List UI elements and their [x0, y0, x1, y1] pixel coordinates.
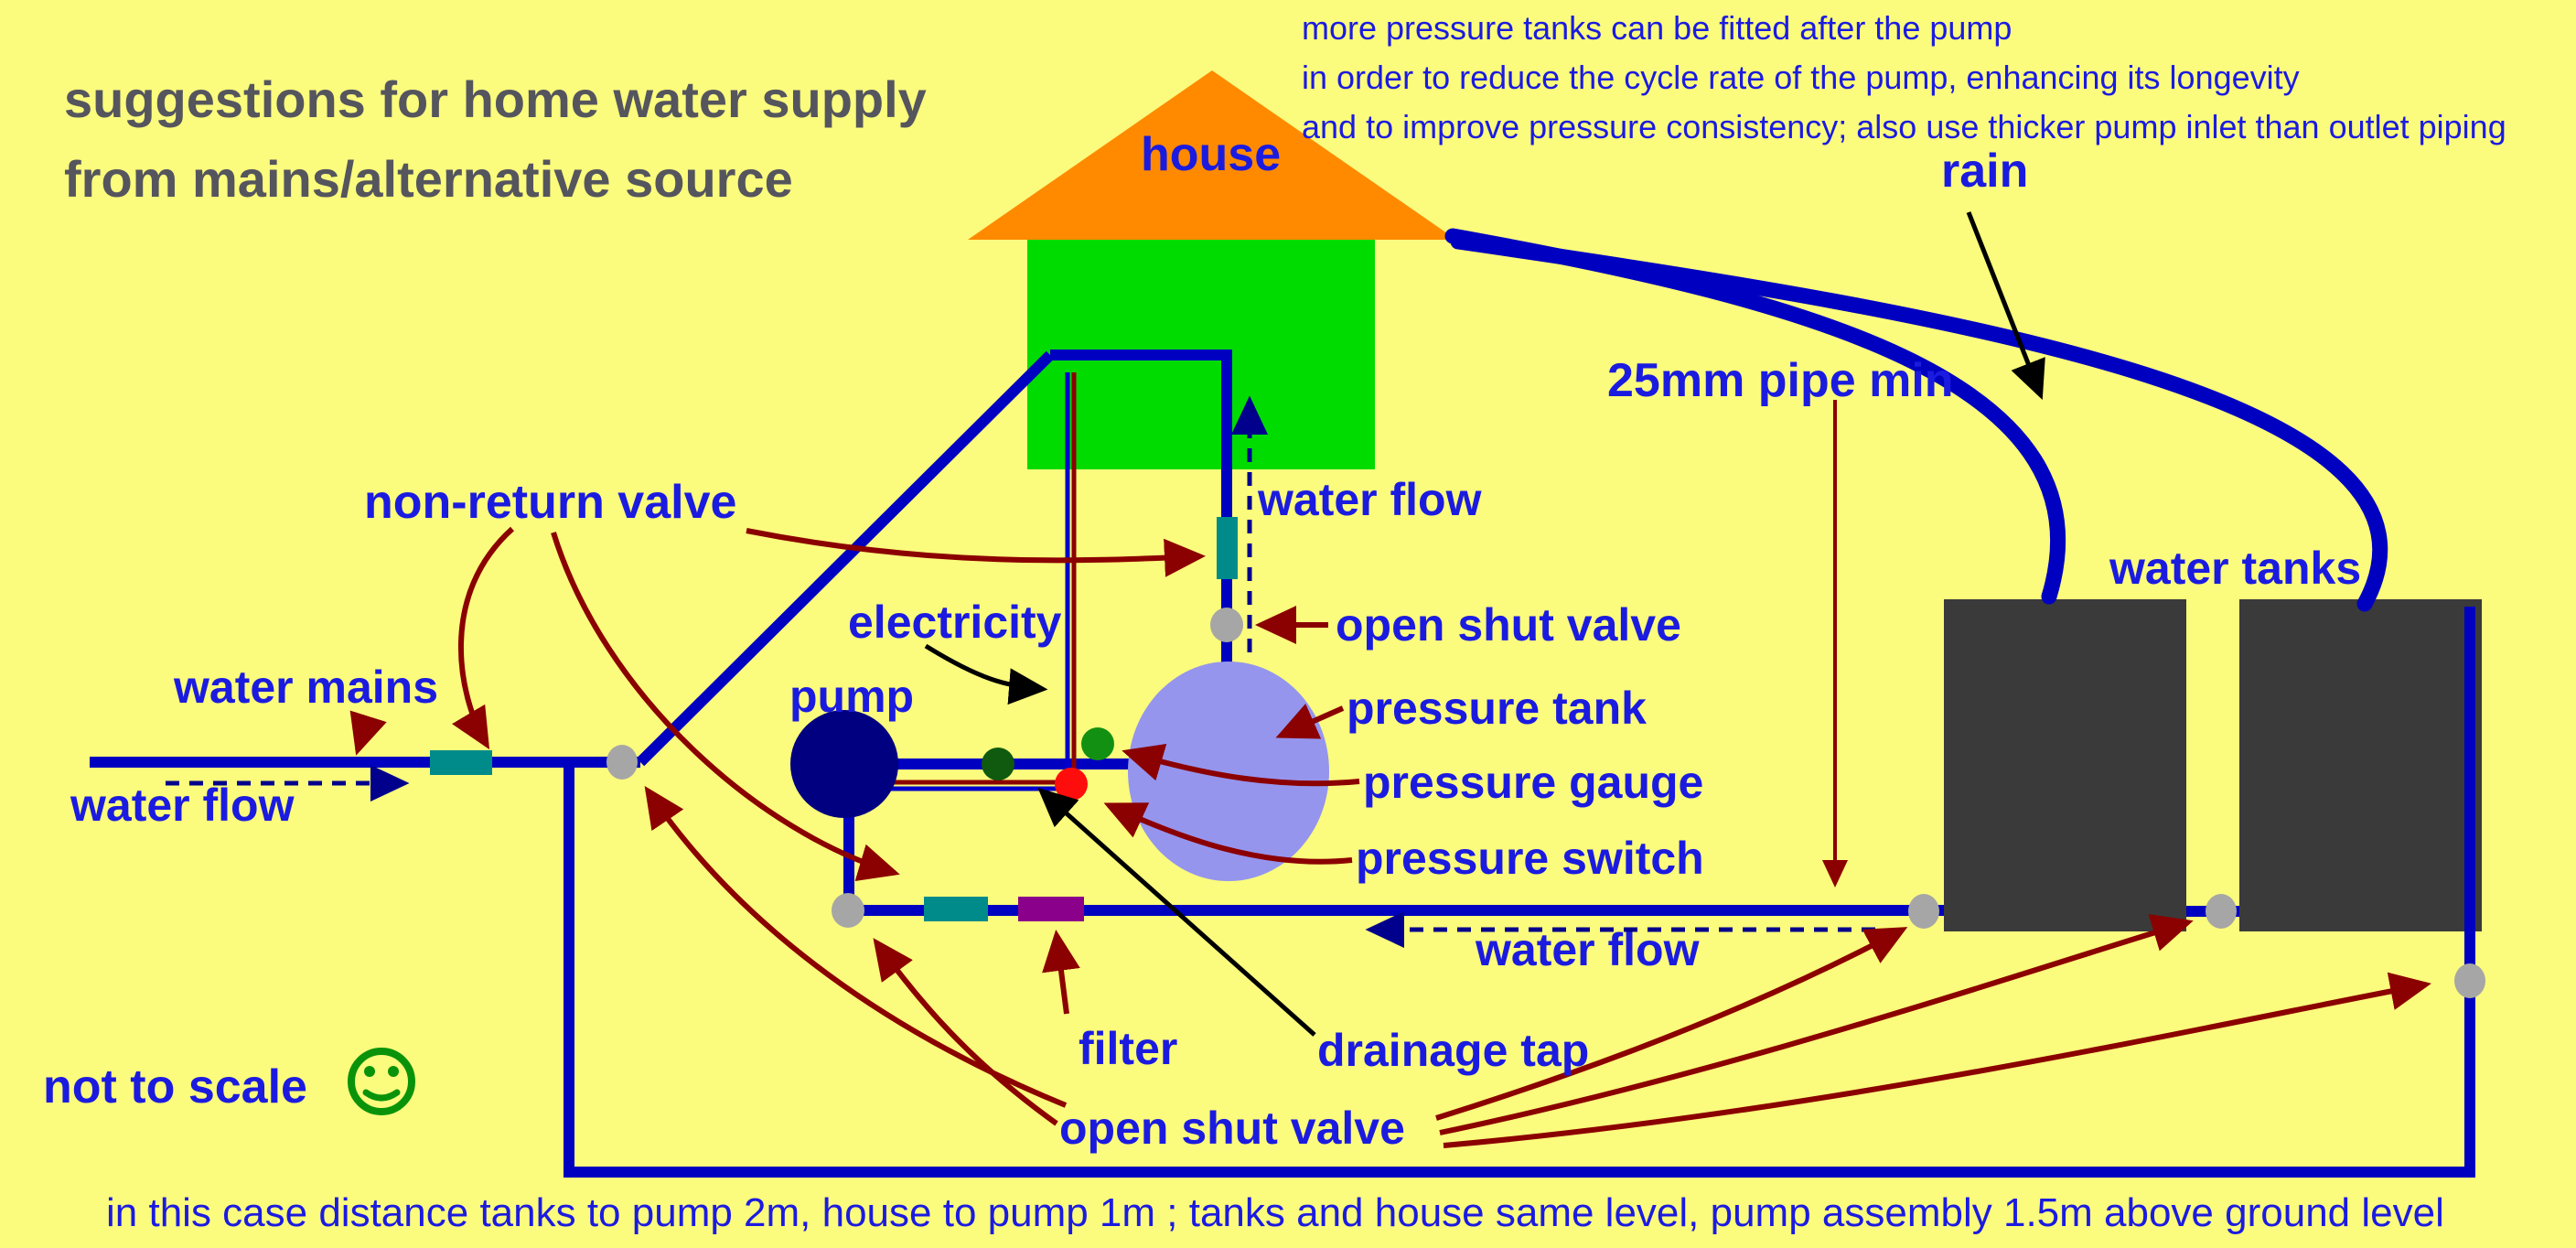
- frame-drain-pipe: [564, 607, 2475, 1178]
- arrow-filter-pointer: [1042, 930, 1080, 1015]
- label-filter: filter: [1079, 1023, 1177, 1074]
- pressure-gauge-unit: [1081, 727, 1114, 760]
- house-roof: [968, 70, 1456, 240]
- rain-pointer-arrow: [1966, 211, 2045, 400]
- labels-layer: suggestions for home water supply from m…: [43, 9, 2506, 1235]
- page-title-line1: suggestions for home water supply: [64, 70, 927, 128]
- label-open-shut-valve-multi: open shut valve: [1059, 1103, 1405, 1154]
- page-title-line2: from mains/alternative source: [64, 150, 793, 208]
- label-rain: rain: [1941, 145, 2028, 198]
- arrow-nrv-to-house-valve: [746, 528, 1206, 577]
- arrow-osv-to-tank1-gray: [1435, 927, 1908, 1121]
- arrow-water-mains-pointer: [349, 710, 387, 756]
- arrow-osv-to-drain-gray: [1443, 972, 2431, 1148]
- arrow-pressure-switch-pointer: [1103, 802, 1353, 865]
- label-non-return-valve: non-return valve: [364, 476, 736, 529]
- label-electricity: electricity: [848, 597, 1062, 648]
- label-not-to-scale: not to scale: [43, 1060, 307, 1114]
- black-pointers: [924, 211, 2045, 1037]
- gutter-pipe-tank2: [1450, 233, 2388, 612]
- annotation-arrows: [349, 400, 2431, 1148]
- arrow-pressure-tank-pointer: [1275, 704, 1345, 739]
- arrow-osv-to-pump-leg-gray: [873, 938, 1058, 1126]
- label-water-flow-mains: water flow: [70, 780, 295, 831]
- label-water-flow-suction: water flow: [1475, 924, 1700, 975]
- label-water-mains: water mains: [173, 662, 438, 713]
- water-tank-1: [1944, 599, 2186, 931]
- pressure-switch-unit: [1055, 768, 1088, 801]
- non-return-valve-house: [1217, 517, 1238, 579]
- label-water-tanks: water tanks: [2109, 543, 2361, 594]
- pump-body: [790, 710, 898, 818]
- flow-arrows: [166, 395, 1875, 948]
- label-25mm-pipe-min: 25mm pipe min: [1607, 354, 1954, 407]
- label-pressure-tank: pressure tank: [1347, 683, 1647, 734]
- label-drainage-tap: drainage tap: [1317, 1025, 1589, 1076]
- top-note-line2: in order to reduce the cycle rate of the…: [1302, 59, 2300, 96]
- open-shut-valve-house-pipe: [1210, 608, 1243, 642]
- filter-unit: [1018, 897, 1084, 921]
- label-pressure-gauge: pressure gauge: [1363, 757, 1703, 808]
- label-water-flow-house: water flow: [1257, 474, 1482, 525]
- arrow-pressure-gauge-pointer: [1122, 743, 1360, 787]
- arrow-nrv-to-mains-valve: [452, 526, 515, 750]
- open-shut-valve-tank1: [1908, 894, 1939, 929]
- open-shut-valve-pump-leg: [832, 893, 864, 928]
- bottom-note: in this case distance tanks to pump 2m, …: [106, 1190, 2444, 1235]
- water-tank-2: [2239, 599, 2482, 931]
- open-shut-valve-inter-tank: [2206, 894, 2237, 929]
- electricity-pointer-arrow: [924, 643, 1048, 705]
- rain-gutter-pipes: [1444, 228, 2388, 612]
- label-open-shut-valve-house: open shut valve: [1336, 599, 1681, 651]
- arrow-osv-to-inter-tank-gray: [1439, 914, 2194, 1135]
- open-shut-valve-drain: [2454, 963, 2485, 998]
- label-pressure-switch: pressure switch: [1356, 833, 1704, 884]
- mains-riser-diagonal-pipe: [636, 350, 1055, 767]
- label-house: house: [1141, 128, 1281, 181]
- top-note-line1: more pressure tanks can be fitted after …: [1302, 9, 2012, 47]
- open-shut-valve-mains: [606, 745, 638, 780]
- drainage-tap-valve: [982, 748, 1014, 780]
- non-return-valve-mains: [430, 750, 492, 775]
- smiley-icon: [348, 1048, 415, 1115]
- label-pump: pump: [789, 671, 914, 722]
- non-return-valve-suction: [924, 897, 988, 921]
- top-note-line3: and to improve pressure consistency; als…: [1302, 108, 2506, 145]
- arrow-nrv-to-suction-valve: [551, 532, 900, 881]
- drainage-tap-pointer-arrow: [1037, 788, 1316, 1037]
